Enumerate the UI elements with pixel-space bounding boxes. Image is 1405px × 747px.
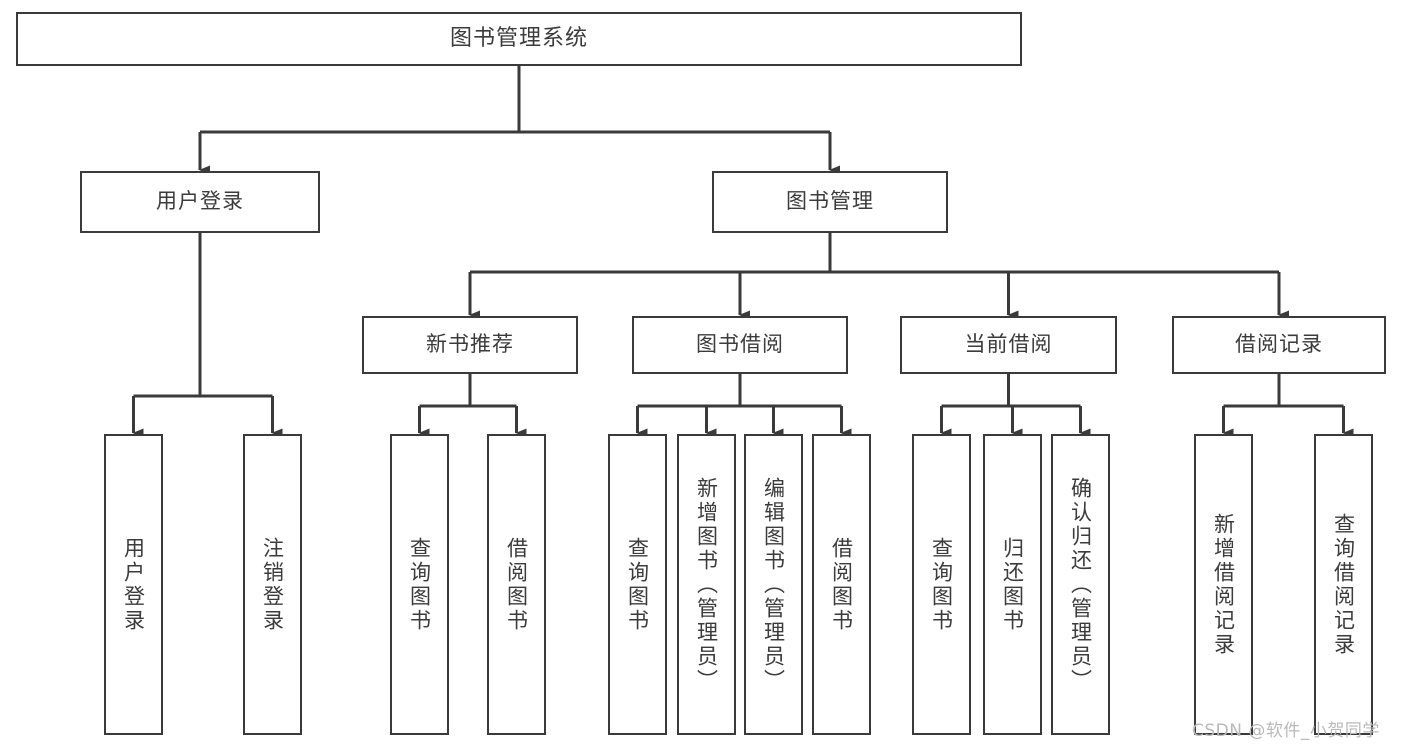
node-leaf-bw-edit[interactable]: 编辑图书（管理员） [744,434,803,735]
node-bookmgmt[interactable]: 图书管理 [712,171,948,233]
node-label: 图书管理 [786,189,874,214]
node-label: 查询图书 [625,536,650,633]
node-label: 新增借阅记录 [1211,512,1236,657]
node-leaf-bw-add[interactable]: 新增图书（管理员） [677,434,736,735]
node-leaf-user-logout[interactable]: 注销登录 [243,434,302,735]
node-leaf-bw-borrow[interactable]: 借阅图书 [812,434,871,735]
node-label: 图书管理系统 [449,25,588,51]
node-label: 借阅图书 [504,536,529,633]
node-leaf-cur-return[interactable]: 归还图书 [983,434,1042,735]
node-records[interactable]: 借阅记录 [1172,316,1386,374]
node-leaf-bw-query[interactable]: 查询图书 [608,434,667,735]
node-label: 确认归还（管理员） [1068,476,1093,693]
node-label: 编辑图书（管理员） [761,476,786,693]
node-label: 查询图书 [407,536,432,633]
csdn-watermark: CSDN @软件_小贺同学 [1192,721,1380,741]
node-label: 当前借阅 [964,332,1053,357]
node-current[interactable]: 当前借阅 [900,316,1117,374]
node-newbook[interactable]: 新书推荐 [362,316,578,374]
node-label: 图书借阅 [696,332,784,357]
node-label: 归还图书 [1000,536,1025,633]
node-leaf-user-login[interactable]: 用户登录 [104,434,163,735]
node-root[interactable]: 图书管理系统 [16,12,1022,66]
node-login[interactable]: 用户登录 [80,171,320,233]
node-leaf-rec-add[interactable]: 新增借阅记录 [1194,434,1253,735]
node-label: 用户登录 [121,536,146,633]
node-label: 查询图书 [929,536,954,633]
node-label: 借阅记录 [1235,332,1323,357]
node-label: 查询借阅记录 [1331,512,1356,657]
node-label: 注销登录 [260,536,285,633]
node-label: 新书推荐 [426,332,514,357]
node-leaf-cur-confirm[interactable]: 确认归还（管理员） [1051,434,1110,735]
node-leaf-cur-query[interactable]: 查询图书 [912,434,971,735]
node-borrow[interactable]: 图书借阅 [632,316,848,374]
node-label: 用户登录 [156,189,244,214]
node-leaf-rec-query[interactable]: 查询借阅记录 [1314,434,1373,735]
node-label: 新增图书（管理员） [694,476,719,693]
node-leaf-nb-borrow[interactable]: 借阅图书 [487,434,546,735]
node-label: 借阅图书 [829,536,854,633]
node-leaf-nb-query[interactable]: 查询图书 [390,434,449,735]
